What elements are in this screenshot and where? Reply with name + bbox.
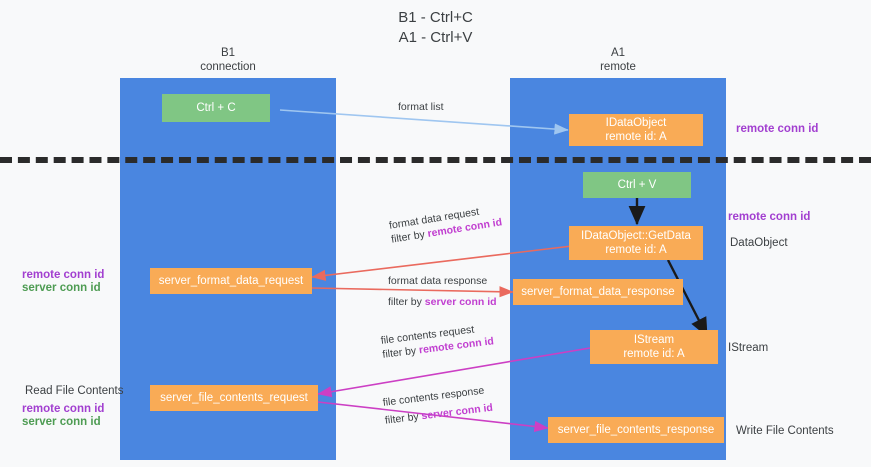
right-label-dataobject: DataObject <box>730 237 788 249</box>
diagram-title: B1 - Ctrl+C A1 - Ctrl+V <box>0 8 871 48</box>
lane-a1-role: remote <box>600 61 636 73</box>
lane-header-b1: B1 connection <box>120 46 336 74</box>
box-server-file-contents-request[interactable]: server_file_contents_request <box>150 385 318 411</box>
lane-b1-role: connection <box>200 61 256 73</box>
right-label-remote-conn-id-mid: remote conn id <box>728 211 811 223</box>
filter-prefix-4: filter by <box>384 410 423 427</box>
filter-prefix-3: filter by <box>381 344 420 361</box>
edge-label-file-contents-response: file contents response filter by server … <box>382 383 494 428</box>
box-ctrl-v-label: Ctrl + V <box>617 179 657 191</box>
lane-a1-name: A1 <box>610 47 626 59</box>
edge-label-format-data-response-filter: filter by server conn id <box>388 295 497 309</box>
filter-target-2: server conn id <box>424 296 497 308</box>
box-idataobject-title: IDataObject <box>605 117 667 129</box>
title-line-2: A1 - Ctrl+V <box>398 29 473 46</box>
box-idataobject[interactable]: IDataObject remote id: A <box>569 114 703 146</box>
filter-prefix-2: filter by <box>388 296 425 308</box>
left-label-remote-conn-id-low: remote conn id <box>22 403 105 415</box>
edge-label-format-list: format list <box>398 100 444 114</box>
box-istream-remoteid: remote id: A <box>623 348 685 360</box>
box-server-format-data-request[interactable]: server_format_data_request <box>150 268 312 294</box>
box-getdata-title: IDataObject::GetData <box>581 230 691 242</box>
box-server-file-contents-request-label: server_file_contents_request <box>160 392 308 404</box>
box-idataobject-remoteid: remote id: A <box>605 131 667 143</box>
left-label-read-file-contents: Read File Contents <box>25 385 124 397</box>
title-line-1: B1 - Ctrl+C <box>398 9 473 26</box>
box-ctrl-c-label: Ctrl + C <box>196 102 236 114</box>
left-label-remote-conn-id-mid: remote conn id <box>22 269 105 281</box>
left-label-server-conn-id-mid: server conn id <box>22 282 101 294</box>
box-server-format-data-response-label: server_format_data_response <box>521 286 675 298</box>
right-label-istream: IStream <box>728 342 769 354</box>
left-label-server-conn-id-low: server conn id <box>22 416 101 428</box>
box-istream-title: IStream <box>633 334 675 346</box>
right-label-write-file-contents: Write File Contents <box>736 425 834 437</box>
section-divider <box>0 157 871 163</box>
filter-target-4: server conn id <box>420 401 494 423</box>
box-idataobject-getdata[interactable]: IDataObject::GetData remote id: A <box>569 226 703 260</box>
box-server-format-data-request-label: server_format_data_request <box>158 275 304 287</box>
right-label-remote-conn-id-top: remote conn id <box>736 123 819 135</box>
edge-label-format-data-response: format data response filter by server co… <box>388 274 497 309</box>
edge-label-format-data-response-text: format data response <box>388 275 488 287</box>
edge-label-format-list-text: format list <box>398 101 444 113</box>
box-ctrl-v[interactable]: Ctrl + V <box>583 172 691 198</box>
box-server-file-contents-response[interactable]: server_file_contents_response <box>548 417 724 443</box>
lane-b1-name: B1 <box>220 47 236 59</box>
box-istream[interactable]: IStream remote id: A <box>590 330 718 364</box>
box-server-file-contents-response-label: server_file_contents_response <box>557 424 715 436</box>
edge-label-file-contents-request: file contents request filter by remote c… <box>380 320 495 361</box>
edge-label-format-data-request: format data request filter by remote con… <box>388 201 503 246</box>
box-getdata-remoteid: remote id: A <box>605 244 667 256</box>
box-server-format-data-response[interactable]: server_format_data_response <box>513 279 683 305</box>
lane-header-a1: A1 remote <box>510 46 726 74</box>
box-ctrl-c[interactable]: Ctrl + C <box>162 94 270 122</box>
